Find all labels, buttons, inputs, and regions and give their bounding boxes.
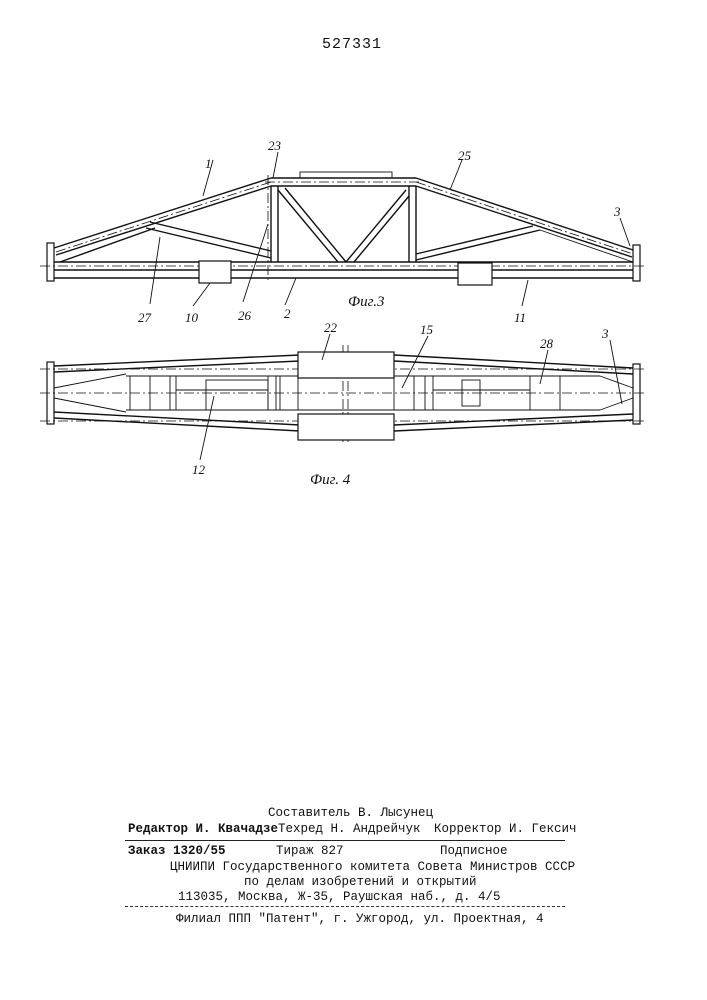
editor-line: Редактор И. Квачадзе [128,822,278,836]
fig4-label-12: 12 [192,462,206,477]
fig3-label-11: 11 [514,310,526,325]
fig3-label-25: 25 [458,148,472,163]
fig4-caption: Фиг. 4 [310,472,351,488]
org-line-1: ЦНИИПИ Государственного комитета Совета … [170,860,575,874]
fig4-label-3: 3 [601,326,609,341]
fig3-label-27: 27 [138,310,152,325]
fig4-drawing [40,334,645,460]
fig3-drawing [40,152,645,306]
fig4-label-15: 15 [420,322,434,337]
compiler-line: Составитель В. Лысунец [268,806,433,820]
fig3-caption: Фиг.3 [348,294,384,310]
fig3-label-2: 2 [284,306,291,321]
fig3-label-1: 1 [205,156,212,171]
order-line: Заказ 1320/55 [128,844,226,858]
circulation-line: Тираж 827 [276,844,344,858]
org-line-2: по делам изобретений и открытий [244,875,477,889]
fig3-label-10: 10 [185,310,199,325]
address-line: 113035, Москва, Ж-35, Раушская наб., д. … [178,890,501,904]
corrector-line: Корректор И. Гексич [434,822,577,836]
footer-rule-top [125,840,565,841]
subscription-line: Подписное [440,844,508,858]
fig3-label-26: 26 [238,308,252,323]
footer-rule-bottom [125,906,565,907]
techred-line: Техред Н. Андрейчук [278,822,421,836]
fig3-label-23: 23 [268,138,282,153]
fig3-label-3: 3 [613,204,621,219]
fig4-label-22: 22 [324,320,338,335]
branch-line: Филиал ППП "Патент", г. Ужгород, ул. Про… [176,912,544,926]
fig4-label-28: 28 [540,336,554,351]
